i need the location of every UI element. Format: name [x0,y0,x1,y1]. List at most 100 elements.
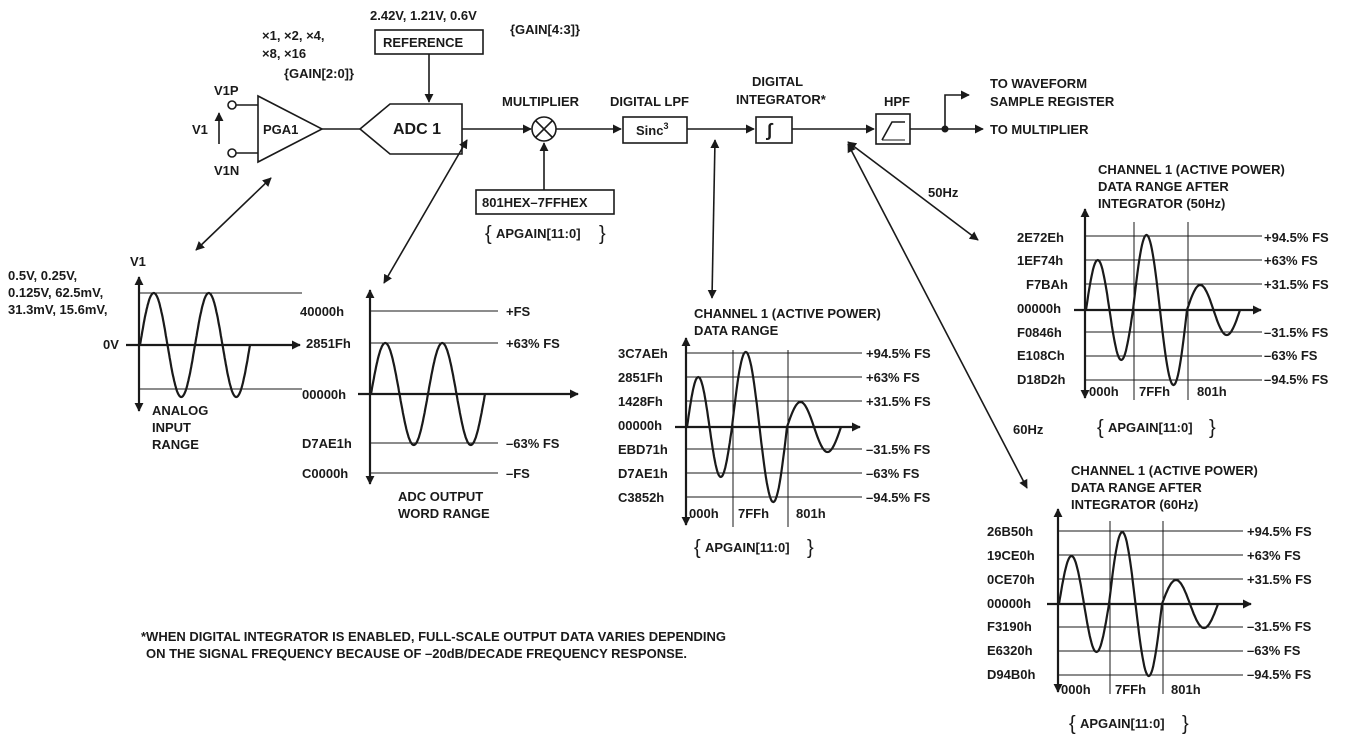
footnote: *WHEN DIGITAL INTEGRATOR IS ENABLED, FUL… [141,629,726,644]
ch60-code-3: 00000h [987,596,1031,611]
ch60-tick-2: 801h [1171,682,1201,697]
ch50-title: CHANNEL 1 (ACTIVE POWER) [1098,162,1285,177]
svg-text:}: } [1209,417,1216,439]
ch60-level-3: –31.5% FS [1247,619,1312,634]
adc-level-63: +63% FS [506,336,560,351]
ch60-waveform [1057,530,1220,678]
ch1-code-5: D7AE1h [618,466,668,481]
reference-voltages: 2.42V, 1.21V, 0.6V [370,8,477,23]
pga-label: PGA1 [263,122,298,137]
adc-code-zero: 00000h [302,387,346,402]
ch1-code-1: 2851Fh [618,370,663,385]
ch60-code-4: F3190h [987,619,1032,634]
adc-code-negfs: C0000h [302,466,348,481]
apgain-bits: APGAIN[11:0] [496,226,581,241]
gain-values-2: ×8, ×16 [262,46,306,61]
ch50-waveform [1084,233,1242,387]
reference-gain-bits: {GAIN[4:3]} [510,22,580,37]
integrator-label-2: INTEGRATOR* [736,92,827,107]
analog-caption-3: RANGE [152,437,199,452]
analog-ranges-3: 31.3mV, 15.6mV, [8,302,108,317]
label-60hz: 60Hz [1013,422,1044,437]
out-waveform-2: SAMPLE REGISTER [990,94,1115,109]
ch50-level-3: –31.5% FS [1264,325,1329,340]
adc-sine-wave [369,341,487,447]
ch50-code-0: 2E72Eh [1017,230,1064,245]
ch60-tick-0: 000h [1061,682,1091,697]
svg-text:{: { [1069,713,1076,735]
analog-sine-wave [138,291,252,399]
adc-caption: ADC OUTPUT [398,489,483,504]
analog-ranges: 0.5V, 0.25V, [8,268,77,283]
adc-level-fs: +FS [506,304,531,319]
v1p-label: V1P [214,83,239,98]
signal-chain: V1P V1N V1 PGA1 ×1, ×2, ×4, ×8, ×16 {GAI… [192,8,1115,489]
ch1-level-4: –63% FS [866,466,920,481]
analog-axis-label: V1 [130,254,146,269]
ch60-level-5: –94.5% FS [1247,667,1312,682]
ch50-code-6: D18D2h [1017,372,1065,387]
ch1-code-6: C3852h [618,490,664,505]
ch50-code-2: F7BAh [1026,277,1068,292]
ch1-level-0: +94.5% FS [866,346,931,361]
ch60-level-1: +63% FS [1247,548,1301,563]
svg-text:{: { [485,223,492,245]
svg-text:}: } [1182,713,1189,735]
hpf-response-icon [881,121,905,141]
integral-icon: ∫ [766,120,774,140]
ch50-level-4: –63% FS [1264,348,1318,363]
ch50-tick-0: 000h [1089,384,1119,399]
integrator-block [755,116,793,144]
analog-ranges-2: 0.125V, 62.5mV, [8,285,103,300]
svg-text:}: } [599,223,606,245]
ch60-code-0: 26B50h [987,524,1033,539]
ch50-code-1: 1EF74h [1017,253,1063,268]
multiplier-label: MULTIPLIER [502,94,580,109]
ch50-level-0: +94.5% FS [1264,230,1329,245]
ch60-level-2: +31.5% FS [1247,572,1312,587]
out-waveform: TO WAVEFORM [990,76,1087,91]
ch1-code-3: 00000h [618,418,662,433]
ch50-tick-1: 7FFh [1139,384,1170,399]
reference-label: REFERENCE [383,35,464,50]
gain-values: ×1, ×2, ×4, [262,28,325,43]
v1-label: V1 [192,122,208,137]
ch60-title-2: DATA RANGE AFTER [1071,480,1202,495]
ch50-level-2: +31.5% FS [1264,277,1329,292]
analog-input-range-plot: V1 0.5V, 0.25V, 0.125V, 62.5mV, 31.3mV, … [8,254,302,452]
svg-text:{: { [694,537,701,559]
ch60-title: CHANNEL 1 (ACTIVE POWER) [1071,463,1258,478]
hpf-label: HPF [884,94,910,109]
ch60-level-0: +94.5% FS [1247,524,1312,539]
ch60-code-5: E6320h [987,643,1033,658]
connector-lpf [707,139,720,299]
adc-output-range-plot: 40000h 2851Fh 00000h D7AE1h C0000h +FS +… [300,289,579,521]
ch1-level-5: –94.5% FS [866,490,931,505]
ch60-code-6: D94B0h [987,667,1035,682]
adc-level-neg63: –63% FS [506,436,560,451]
connector-adc [383,139,468,284]
sinc-label: Sinc3 [636,121,668,138]
svg-text:{: { [1097,417,1104,439]
ch60-code-2: 0CE70h [987,572,1035,587]
ch1-level-1: +63% FS [866,370,920,385]
analog-caption-2: INPUT [152,420,191,435]
ch50-gain-bits: APGAIN[11:0] [1108,420,1193,435]
ch1-60hz-plot: CHANNEL 1 (ACTIVE POWER) DATA RANGE AFTE… [987,463,1312,735]
label-50hz: 50Hz [928,185,959,200]
lpf-block [622,116,688,144]
ch1-code-4: EBD71h [618,442,668,457]
out-multiplier: TO MULTIPLIER [990,122,1089,137]
adc-code-63: 2851Fh [306,336,351,351]
v1p-pin [227,100,237,110]
ch1-level-2: +31.5% FS [866,394,931,409]
connector-60hz [847,143,1028,489]
adc-code-fs: 40000h [300,304,344,319]
ch1-code-2: 1428Fh [618,394,663,409]
ch50-code-4: F0846h [1017,325,1062,340]
adc-level-negfs: –FS [506,466,530,481]
integrator-label: DIGITAL [752,74,803,89]
ch1-title: CHANNEL 1 (ACTIVE POWER) [694,306,881,321]
connector-pga [195,177,272,251]
